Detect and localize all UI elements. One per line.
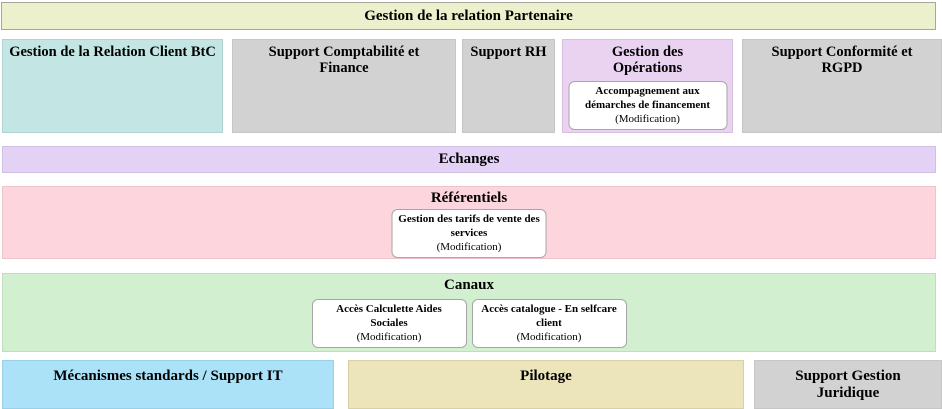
band-label: Référentiels	[430, 190, 508, 206]
block-label: Pilotage	[520, 368, 572, 384]
feature-name: Accès Calculette Aides Sociales	[336, 303, 442, 329]
feature-acces-calculette-aides-sociales: Accès Calculette Aides Sociales (Modific…	[311, 299, 467, 349]
block-label: Support RH	[470, 44, 547, 60]
feature-accompagnement-demarches-financement: Accompagnement aux démarches de financem…	[568, 81, 727, 131]
feature-name: Gestion des tarifs de vente des services	[398, 213, 540, 239]
block-support-comptabilite-finance: Support Comptabilité et Finance	[232, 39, 456, 133]
title-bar: Gestion de la relation Partenaire	[1, 2, 936, 30]
block-support-gestion-juridique: Support Gestion Juridique	[754, 360, 942, 409]
block-gestion-relation-client-btc: Gestion de la Relation Client BtC	[2, 39, 223, 133]
diagram-title: Gestion de la relation Partenaire	[364, 7, 573, 24]
feature-tag: (Modification)	[516, 330, 582, 343]
band-label: Echanges	[438, 151, 500, 167]
block-label: Support Conformité et RGPD	[771, 44, 913, 77]
band-echanges: Echanges	[2, 146, 936, 173]
block-label: Support Comptabilité et Finance	[268, 44, 420, 77]
feature-name: Accompagnement aux démarches de financem…	[584, 85, 711, 111]
feature-gestion-tarifs-vente-services: Gestion des tarifs de vente des services…	[391, 209, 547, 259]
block-support-conformite-rgpd: Support Conformité et RGPD	[742, 39, 942, 133]
block-label: Support Gestion Juridique	[795, 368, 901, 401]
feature-name: Accès catalogue - En selfcare client	[481, 303, 617, 329]
block-label: Mécanismes standards / Support IT	[53, 368, 283, 384]
feature-tag: (Modification)	[436, 240, 502, 253]
feature-tag: (Modification)	[356, 330, 422, 343]
feature-tag: (Modification)	[615, 112, 680, 125]
canaux-features-row: Accès Calculette Aides Sociales (Modific…	[3, 299, 935, 349]
block-gestion-des-operations: Gestion des Opérations Accompagnement au…	[562, 39, 733, 133]
band-referentiels: Référentiels Gestion des tarifs de vente…	[2, 186, 936, 259]
band-canaux: Canaux Accès Calculette Aides Sociales (…	[2, 273, 936, 352]
block-label: Gestion de la Relation Client BtC	[9, 44, 216, 60]
block-support-rh: Support RH	[462, 39, 555, 133]
block-mecanismes-standards-support-it: Mécanismes standards / Support IT	[2, 360, 334, 409]
feature-acces-catalogue-selfcare-client: Accès catalogue - En selfcare client (Mo…	[471, 299, 627, 349]
block-label: Gestion des Opérations	[611, 44, 684, 77]
block-pilotage: Pilotage	[348, 360, 744, 409]
band-label: Canaux	[443, 277, 495, 293]
